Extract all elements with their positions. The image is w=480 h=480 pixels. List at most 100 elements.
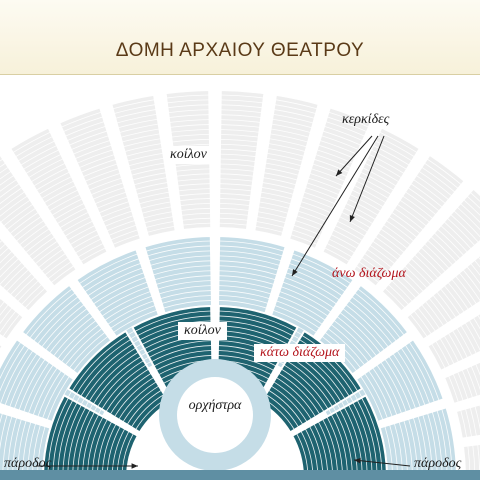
seat-row [304, 187, 338, 200]
seat-row [307, 177, 342, 191]
seat-row [296, 215, 326, 227]
seat-row [275, 300, 323, 325]
seat-row [219, 168, 255, 172]
seat-row [157, 280, 212, 290]
seat-row [219, 183, 253, 187]
seat-row [218, 290, 270, 300]
seat-row [84, 168, 120, 182]
seat-row [334, 225, 363, 241]
seat-row [218, 300, 268, 309]
label-orchestra: ορχήστρα [188, 398, 242, 413]
seat-row [285, 272, 340, 301]
seat-row [20, 283, 43, 306]
seat-row [2, 313, 21, 338]
seat-row [68, 130, 108, 146]
seat-row [384, 358, 412, 411]
seat-row [282, 281, 335, 309]
seat-row [349, 193, 382, 212]
seat-row [69, 229, 98, 246]
seat-row [380, 361, 407, 413]
seat-row [94, 191, 127, 205]
seat-row [18, 358, 46, 411]
seat-row [347, 198, 379, 216]
seat-row [88, 177, 123, 191]
seat-row [219, 158, 256, 162]
seat-row [80, 247, 106, 262]
seat-row [76, 339, 132, 395]
seat-row [142, 211, 173, 219]
seat-row [0, 414, 8, 451]
seat-row [372, 240, 399, 261]
seat-row [64, 327, 103, 366]
seat-row [330, 234, 358, 250]
seat-row [0, 166, 9, 174]
seat-row [278, 372, 321, 415]
seat-row [77, 242, 104, 258]
seat-row [358, 176, 392, 195]
seat-row [98, 286, 150, 313]
seat-row [34, 244, 61, 265]
seat-row [217, 355, 275, 371]
seat-row [219, 240, 285, 252]
seat-row [352, 402, 373, 475]
seat-row [146, 225, 176, 233]
seat-row [461, 369, 474, 399]
seat-row [281, 368, 325, 412]
seat-row [462, 269, 480, 293]
seat-row [35, 171, 70, 191]
seat-row [220, 138, 259, 143]
seat-row [219, 178, 254, 182]
seat-row [275, 99, 318, 110]
seat-row [46, 375, 70, 421]
seat-row [400, 269, 424, 293]
seat-row [218, 280, 273, 290]
seat-row [158, 285, 212, 295]
seat-row [95, 281, 148, 309]
seat-row [45, 308, 88, 351]
seat-row [133, 177, 168, 186]
seat-row [72, 335, 109, 372]
seat-row [220, 124, 261, 128]
seat-row [272, 309, 318, 333]
seat-row [78, 154, 115, 169]
seat-row [455, 275, 477, 305]
seat-row [345, 304, 389, 348]
seat-row [369, 244, 396, 265]
seat-row [345, 202, 376, 220]
seat-row [342, 308, 385, 351]
seat-row [283, 364, 329, 410]
seat-row [219, 148, 257, 153]
seat-row [71, 334, 129, 392]
seat-row [372, 144, 410, 166]
seat-row [178, 193, 211, 197]
seat-row [139, 320, 212, 341]
seat-row [30, 162, 66, 183]
seat-row [392, 353, 421, 408]
seat-row [41, 252, 67, 272]
seat-row [105, 368, 149, 412]
seat-row [372, 367, 398, 416]
seat-row [258, 201, 290, 209]
seat-row [0, 179, 17, 192]
seat-row [0, 187, 23, 205]
seat-row [430, 236, 457, 263]
seat-row [466, 195, 480, 209]
seat-row [435, 340, 451, 367]
seat-row [17, 280, 39, 302]
kerkides-arrow-head [292, 269, 298, 276]
seat-row [437, 228, 465, 256]
seat-row [388, 216, 418, 238]
seat-row [262, 177, 297, 186]
seat-row [0, 347, 30, 405]
seat-row [136, 186, 169, 195]
seat-row [404, 344, 435, 403]
seat-row [273, 109, 315, 119]
seat-row [336, 220, 366, 237]
seat-row [57, 320, 97, 360]
seat-row [218, 315, 294, 337]
kerkides-arrow-head [336, 169, 343, 176]
seat-row [12, 216, 42, 238]
seat-row [56, 207, 87, 225]
seat-row [60, 111, 102, 128]
seat-row [309, 172, 344, 187]
